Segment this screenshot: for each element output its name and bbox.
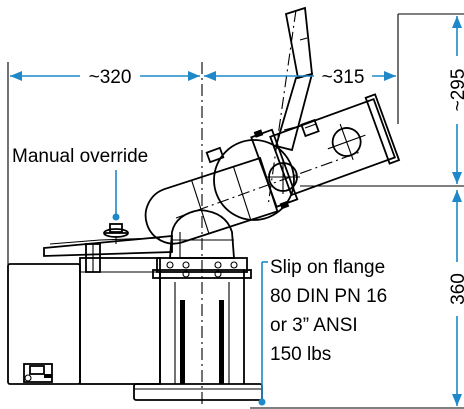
dimension-lower-height: 360 bbox=[448, 190, 464, 406]
dimension-lower-height-value: 360 bbox=[448, 273, 464, 305]
elbow-barrel bbox=[144, 156, 279, 245]
dimension-right-width: ~315 bbox=[204, 67, 396, 88]
dimension-right-width-value: ~315 bbox=[322, 67, 365, 88]
outlet-nozzle bbox=[250, 93, 401, 210]
swivel-joint bbox=[213, 139, 300, 221]
callout-manual-override: Manual override bbox=[12, 146, 148, 221]
dimension-upper-height: ~295 bbox=[448, 16, 464, 184]
flange-label-line2: 80 DIN PN 16 bbox=[270, 286, 387, 307]
swivel-housing bbox=[169, 209, 235, 259]
axis-centerline-lever bbox=[267, 9, 297, 207]
base-plate bbox=[133, 383, 263, 401]
callout-flange: Slip on flange 80 DIN PN 16 or 3” ANSI 1… bbox=[258, 257, 387, 406]
flange-label-line4: 150 lbs bbox=[270, 344, 331, 365]
monitor-drawing bbox=[7, 6, 464, 409]
flange-label-line1: Slip on flange bbox=[270, 257, 385, 278]
axis-centerline-nozzle bbox=[175, 151, 361, 219]
handwheel bbox=[103, 223, 129, 244]
manual-override-label: Manual override bbox=[12, 146, 148, 167]
dimension-left-width: ~320 bbox=[10, 67, 200, 88]
flange-label-line3: or 3” ANSI bbox=[270, 315, 358, 336]
dimension-upper-height-value: ~295 bbox=[448, 69, 464, 112]
actuator-gearbox bbox=[7, 235, 173, 385]
dimension-left-width-value: ~320 bbox=[89, 67, 132, 88]
